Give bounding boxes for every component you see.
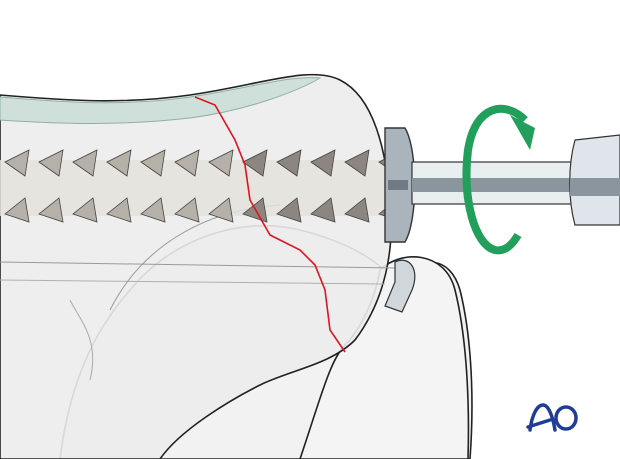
shaft-shade: [412, 178, 572, 192]
drill-sleeve: [384, 259, 416, 313]
outline: [0, 279, 386, 285]
thread-bottom: [140, 197, 166, 223]
thread-top: [242, 149, 268, 177]
thread-bottom: [310, 197, 336, 223]
thread-bottom: [4, 197, 30, 223]
rotate-clockwise-arrow-icon: [462, 104, 535, 255]
handle-shade: [570, 178, 620, 196]
thread-top: [106, 149, 132, 177]
thread-bottom: [344, 197, 370, 223]
thread-bottom: [208, 197, 234, 223]
thread-top: [4, 149, 30, 177]
thread-top: [174, 149, 200, 177]
thread-top: [140, 149, 166, 177]
thread-bottom: [174, 197, 200, 223]
screw-threads: [4, 149, 404, 223]
outline: [69, 299, 94, 381]
thread-top: [38, 149, 64, 177]
thread-bottom: [38, 197, 64, 223]
screw-head-slot: [388, 180, 408, 190]
thread-top: [72, 149, 98, 177]
thread-top: [344, 149, 370, 177]
thread-bottom: [72, 197, 98, 223]
thread-top: [310, 149, 336, 177]
thread-top: [276, 149, 302, 177]
ao-logo: [526, 403, 578, 432]
thread-bottom: [276, 197, 302, 223]
cartilage: [0, 77, 322, 124]
thread-top: [208, 149, 234, 177]
fracture-line: [194, 96, 346, 353]
thread-bottom: [106, 197, 132, 223]
outline: [0, 261, 396, 269]
